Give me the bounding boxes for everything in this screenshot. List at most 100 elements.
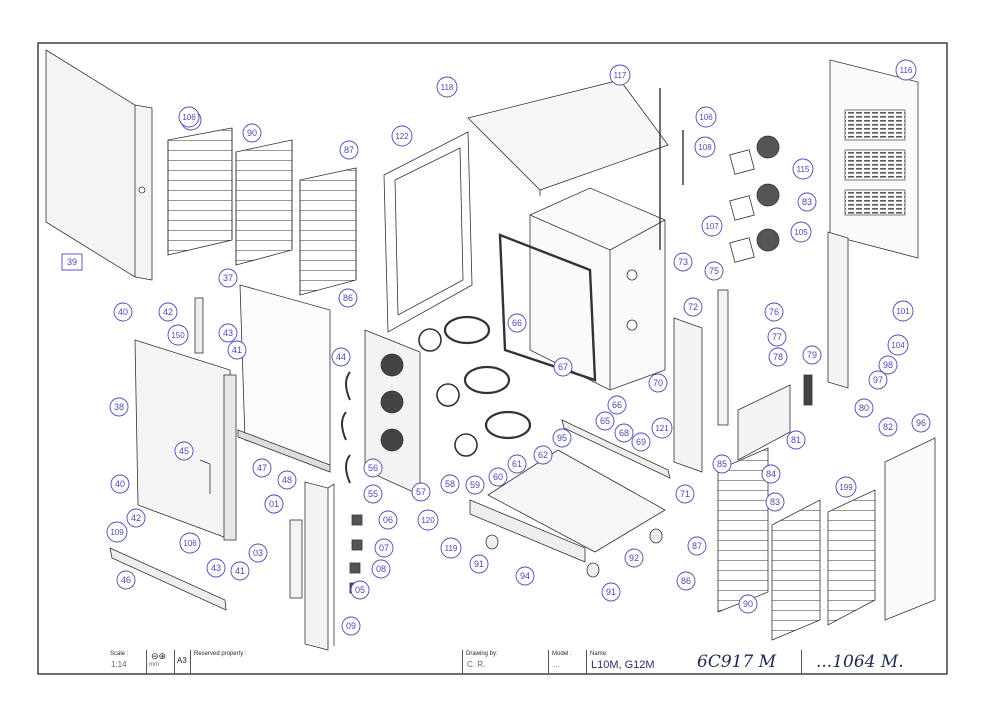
reserved-cell: Reserved property : [191,650,463,674]
callout-label: 78 [773,352,783,362]
callout-41: 41 [227,340,247,360]
model-value: ... [553,660,560,669]
callout-label: 104 [891,341,905,350]
callout-41: 41 [230,561,250,581]
name-value: L10M, G12M [591,659,655,671]
callout-label: 94 [520,571,530,581]
callout-label: 106 [699,113,713,122]
callout-label: 56 [368,463,378,473]
callout-label: 55 [368,489,378,499]
callout-label: 108 [698,143,712,152]
callout-label: 83 [770,497,780,507]
callout-106: 106 [178,106,200,128]
callout-44: 44 [331,347,351,367]
callout-label: 47 [257,463,267,473]
callout-55: 55 [363,484,383,504]
callout-47: 47 [252,458,272,478]
callout-95: 95 [552,428,572,448]
callout-label: 43 [211,563,221,573]
part-door [45,49,153,281]
callout-label: 101 [896,307,910,316]
callout-label: 87 [692,541,702,551]
callout-62: 62 [533,445,553,465]
callout-122: 122 [391,125,413,147]
callout-199: 199 [835,476,857,498]
callout-label: 68 [619,428,629,438]
callout-106: 106 [695,106,717,128]
callout-label: 42 [163,307,173,317]
callout-label: 70 [653,378,663,388]
callout-label: 117 [614,71,627,80]
drawing-by-cell: Drawing by: C. R. [463,650,549,674]
callout-03: 03 [248,543,268,563]
callout-label: 03 [253,548,263,558]
callout-label: 61 [512,459,522,469]
callout-150: 150 [167,324,189,346]
callout-86: 86 [676,571,696,591]
callout-label: 90 [743,599,753,609]
callout-label: 41 [235,566,245,576]
callout-label: 109 [110,528,124,537]
callout-107: 107 [701,215,723,237]
callout-60: 60 [488,467,508,487]
parts-artwork [45,49,936,651]
callout-label: 40 [115,479,125,489]
callout-label: 82 [883,422,893,432]
callout-40: 40 [110,474,130,494]
callout-label: 46 [121,575,131,585]
callout-94: 94 [515,566,535,586]
callout-07: 07 [374,538,394,558]
callout-38: 38 [109,397,129,417]
callout-label: 38 [114,402,124,412]
callout-42: 42 [158,302,178,322]
callout-label: 73 [678,257,688,267]
callout-label: 106 [182,113,196,122]
callout-91: 91 [469,554,489,574]
callout-58: 58 [440,474,460,494]
callout-68: 68 [614,423,634,443]
callout-label: 86 [343,293,353,303]
callout-label: 116 [900,66,913,75]
callout-label: 95 [557,433,567,443]
callout-label: 118 [441,83,454,92]
callout-05: 05 [350,580,370,600]
callout-label: 37 [223,273,233,283]
callout-87: 87 [339,140,359,160]
callout-label: 45 [179,446,189,456]
callout-label: 65 [600,416,610,426]
name-label: Name: [590,651,608,657]
callout-90: 90 [242,123,262,143]
callout-label: 06 [383,515,393,525]
callout-label: 66 [612,400,622,410]
callout-79: 79 [802,345,822,365]
callout-87: 87 [687,536,707,556]
callout-label: 41 [232,345,242,355]
handwritten-number: ...1064 M. [816,652,904,672]
callout-label: 96 [916,418,926,428]
callout-label: 39 [67,257,77,267]
callout-92: 92 [624,548,644,568]
callout-label: 85 [717,459,727,469]
callout-97: 97 [868,370,888,390]
callout-61: 61 [507,454,527,474]
callout-40: 40 [113,302,133,322]
scale-label: Scale : [110,651,129,657]
callout-75: 75 [704,261,724,281]
callout-label: 60 [493,472,503,482]
callout-90: 90 [738,594,758,614]
unit-value: mm [149,662,159,668]
callout-label: 77 [772,332,782,342]
callout-59: 59 [465,475,485,495]
callout-label: 01 [269,499,279,509]
scale-value: 1:14 [111,660,127,669]
callout-57: 57 [411,482,431,502]
callout-115: 115 [792,158,814,180]
part-door-panel [134,339,233,541]
format-cell: A3 [175,650,191,674]
scale-cell: Scale : 1:14 [107,650,147,674]
callout-label: 05 [355,585,365,595]
callout-label: 08 [376,564,386,574]
callout-label: 48 [282,475,292,485]
callout-label: 69 [636,437,646,447]
callout-37: 37 [218,268,238,288]
